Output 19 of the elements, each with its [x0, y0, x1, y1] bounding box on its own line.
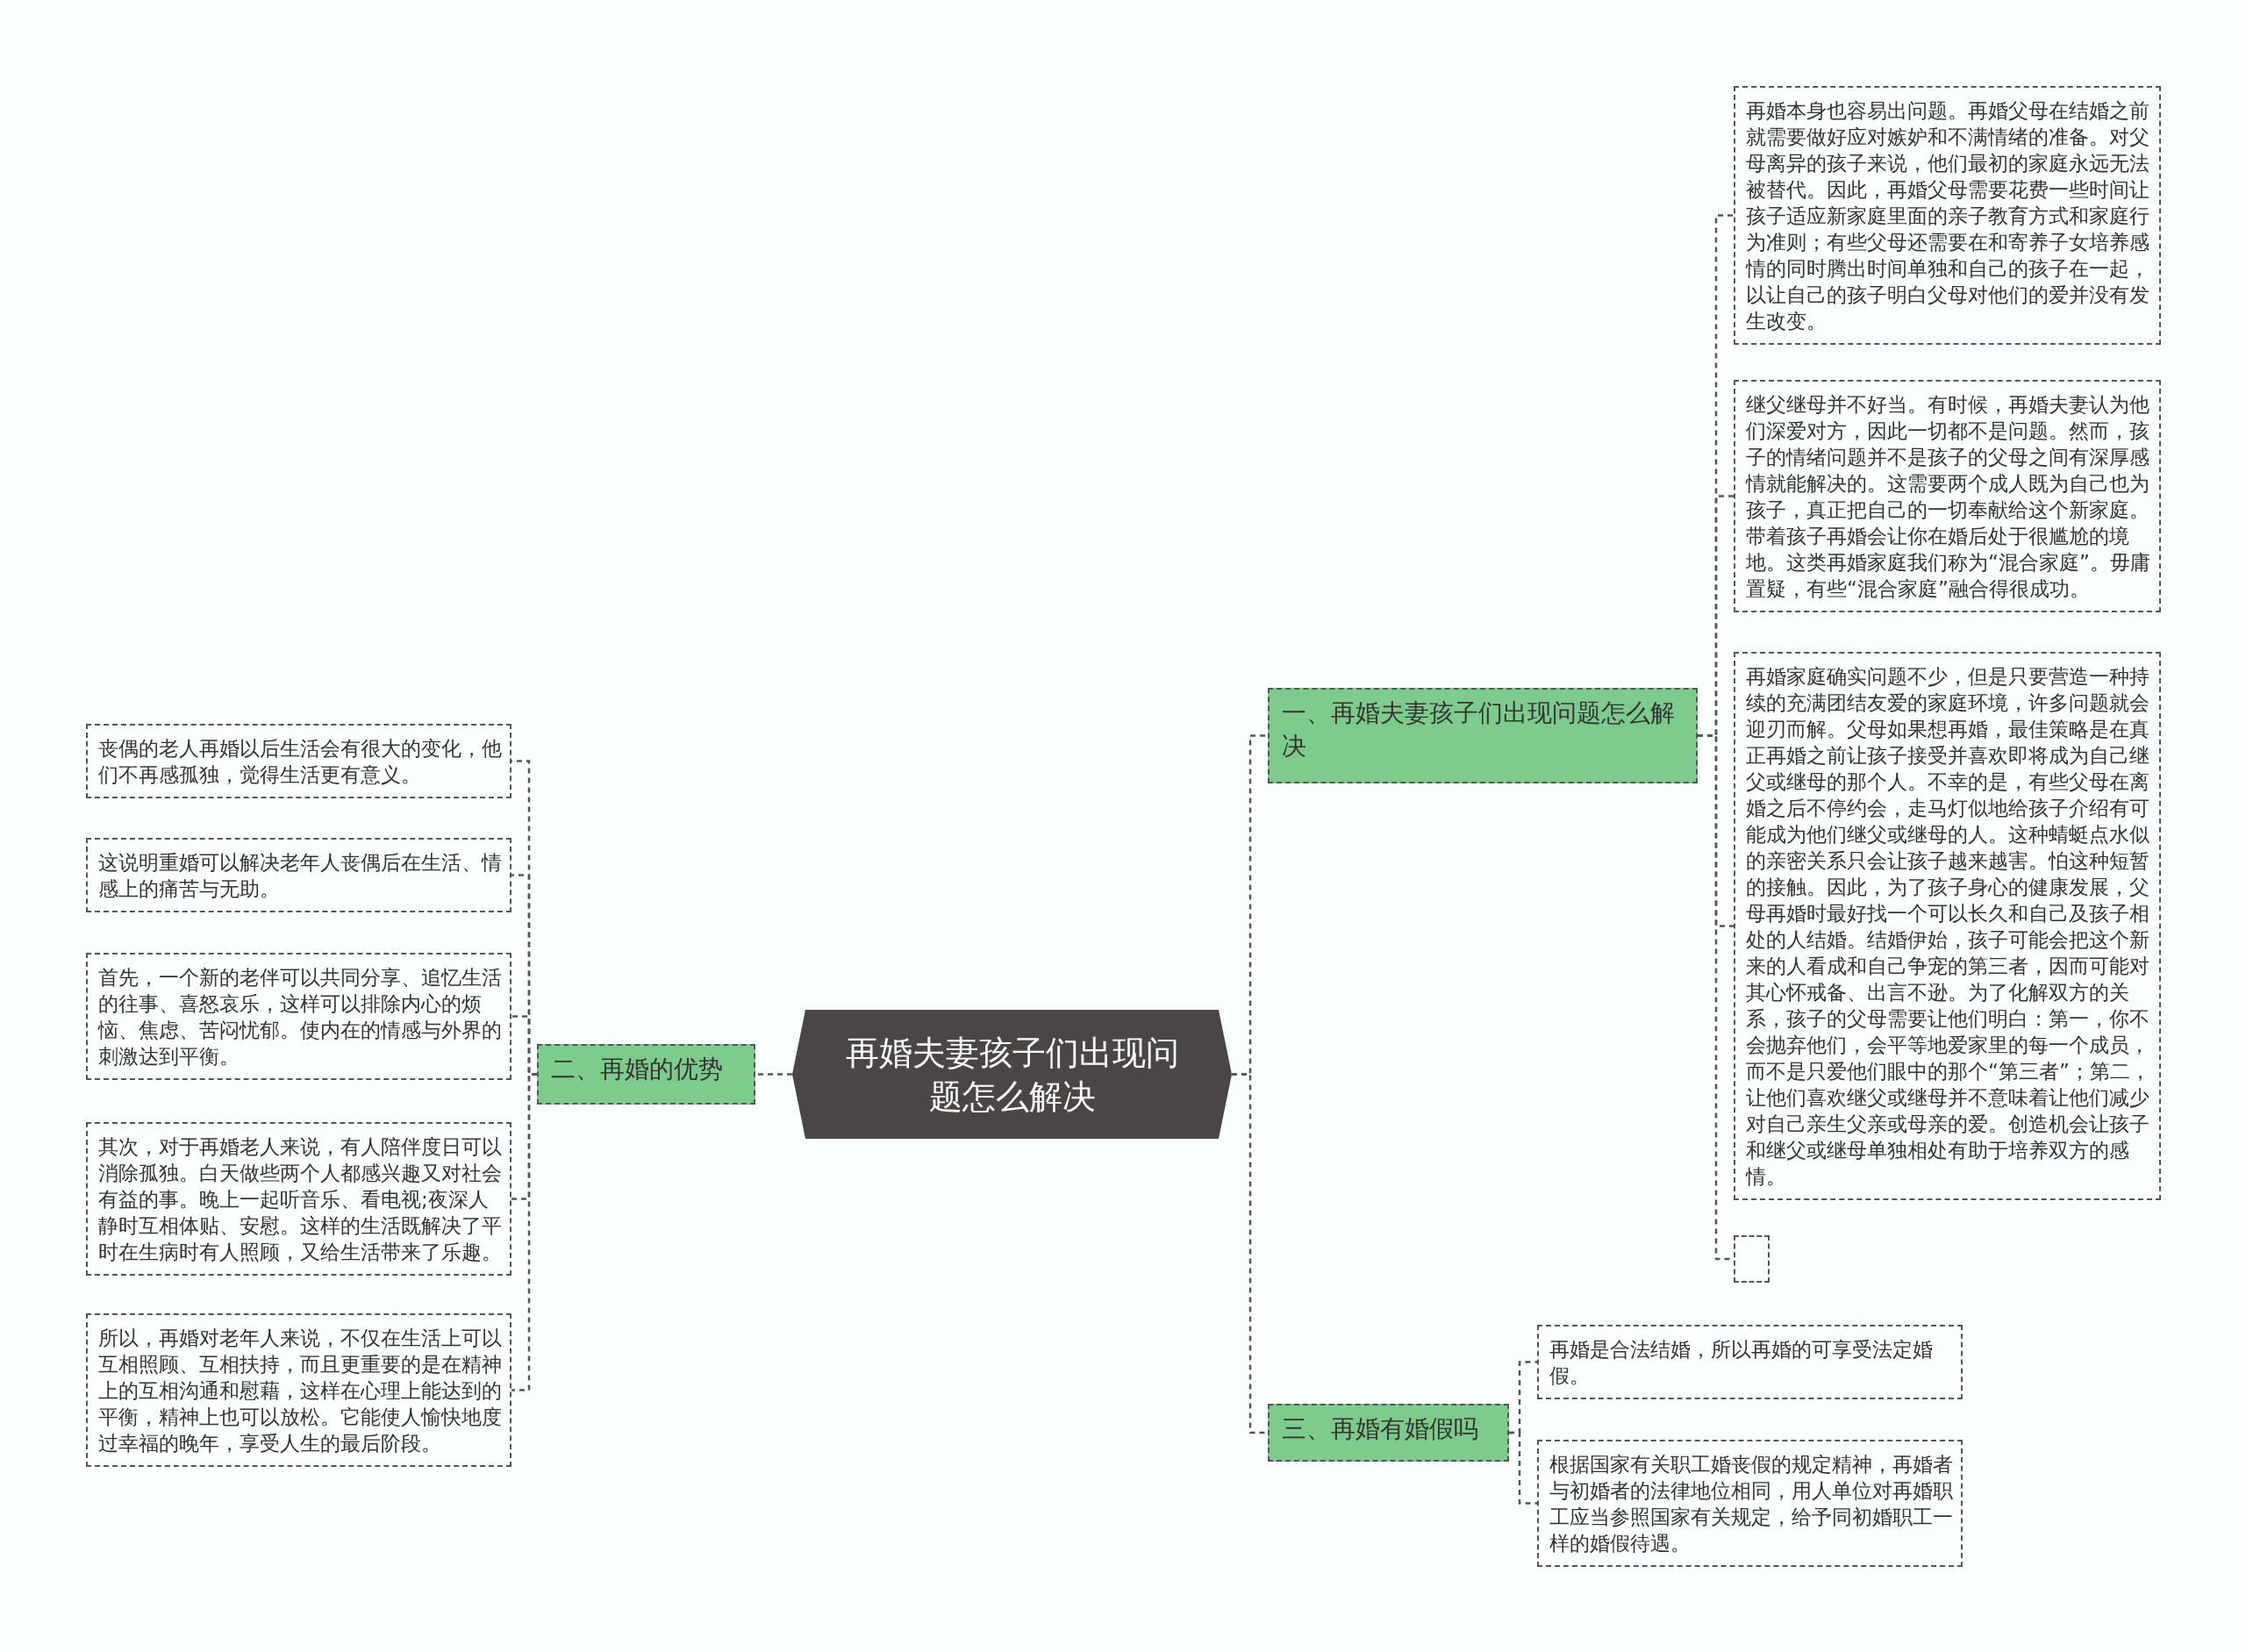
central-topic-hexagon: 再婚夫妻孩子们出现问题怎么解决 [792, 1010, 1232, 1139]
text-box: 再婚本身也容易出问题。再婚父母在结婚之前就需要做好应对嫉妒和不满情绪的准备。对父母离异的孩子来说，他们最初的家庭永远无法被替代。因此，再婚父母需要花费一些时间让孩子适应新家庭里面的亲子教育方式和家庭行为准则；有些父母还需要在和寄养子女培养感情的同时腾出时间单独和自己的孩子在一起，以让自己的孩子明白父母对他们的爱并没有发生改变。 [1734, 86, 2161, 345]
branch-topic-box: 三、再婚有婚假吗 [1268, 1404, 1509, 1462]
text-box: 丧偶的老人再婚以后生活会有很大的变化，他们不再感孤独，觉得生活更有意义。 [86, 724, 511, 798]
connector-line [1509, 1431, 1537, 1505]
text-box: 再婚家庭确实问题不少，但是只要营造一种持续的充满团结友爱的家庭环境，许多问题就会迎刃而解。父母如果想再婚，最佳策略是在真正再婚之前让孩子接受并喜欢即将成为自己继父或继母的那个人。不幸的是，有些父母在离婚之后不停约会，走马灯似地给孩子介绍有可能成为他们继父或继母的人。这种蜻蜓点水似的亲密关系只会让孩子越来越害。怕这种短暂的接触。因此，为了孩子身心的健康发展，父母再婚时最好找一个可以长久和自己及孩子相处的人结婚。结婚伊始，孩子可能会把这个新来的人看成和自己争宠的第三者，因而可能对其心怀戒备、出言不逊。为了化解双方的关系，孩子的父母需要让他们明白：第一，你不会抛弃他们，会平等地爱家里的每一个成员，而不是只爱他们眼中的那个“第三者”；第二，让他们喜欢继父或继母并不意味着让他们减少对自己亲生父亲或母亲的爱。创造机会让孩子和继父或继母单独相处有助于培养双方的感情。 [1734, 652, 2161, 1200]
connector-line [1232, 1073, 1268, 1434]
connector-line [511, 1073, 537, 1391]
branch-topic-box: 一、再婚夫妻孩子们出现问题怎么解决 [1268, 688, 1698, 783]
connector-line [755, 1073, 792, 1076]
text-box: 其次，对于再婚老人来说，有人陪伴度日可以消除孤独。白天做些两个人都感兴趣又对社会有益的事。晚上一起听音乐、看电视;夜深人静时互相体贴、安慰。这样的生活既解决了平时在生病时有人照顾，又给生活带来了乐趣。 [86, 1122, 511, 1276]
text-box: 首先，一个新的老伴可以共同分享、追忆生活的往事、喜怒哀乐，这样可以排除内心的烦恼、焦虑、苦闷忧郁。使内在的情感与外界的刺激达到平衡。 [86, 953, 511, 1080]
text-box: 根据国家有关职工婚丧假的规定精神，再婚者与初婚者的法律地位相同，用人单位对再婚职工应当参照国家有关规定，给予同初婚职工一样的婚假待遇。 [1537, 1440, 1963, 1567]
text-box: 这说明重婚可以解决老年人丧偶后在生活、情感上的痛苦与无助。 [86, 838, 511, 912]
text-box: 再婚是合法结婚，所以再婚的可享受法定婚假。 [1537, 1325, 1963, 1399]
text-box: 继父继母并不好当。有时候，再婚夫妻认为他们深爱对方，因此一切都不是问题。然而，孩子的情绪问题并不是孩子的父母之间有深厚感情就能解决的。这需要两个成人既为自己也为孩子，真正把自己的一切奉献给这个新家庭。带着孩子再婚会让你在婚后处于很尴尬的境地。这类再婚家庭我们称为“混合家庭”。毋庸置疑，有些“混合家庭”融合得很成功。 [1734, 380, 2161, 612]
branch-topic-box: 二、再婚的优势 [537, 1044, 755, 1105]
empty-box [1734, 1235, 1770, 1283]
text-box: 所以，再婚对老年人来说，不仅在生活上可以互相照顾、互相扶持，而且更重要的是在精神上的互相沟通和慰藉，这样在心理上能达到的平衡，精神上也可以放松。它能使人愉快地度过幸福的晚年，享受人生的最后阶段。 [86, 1313, 511, 1467]
